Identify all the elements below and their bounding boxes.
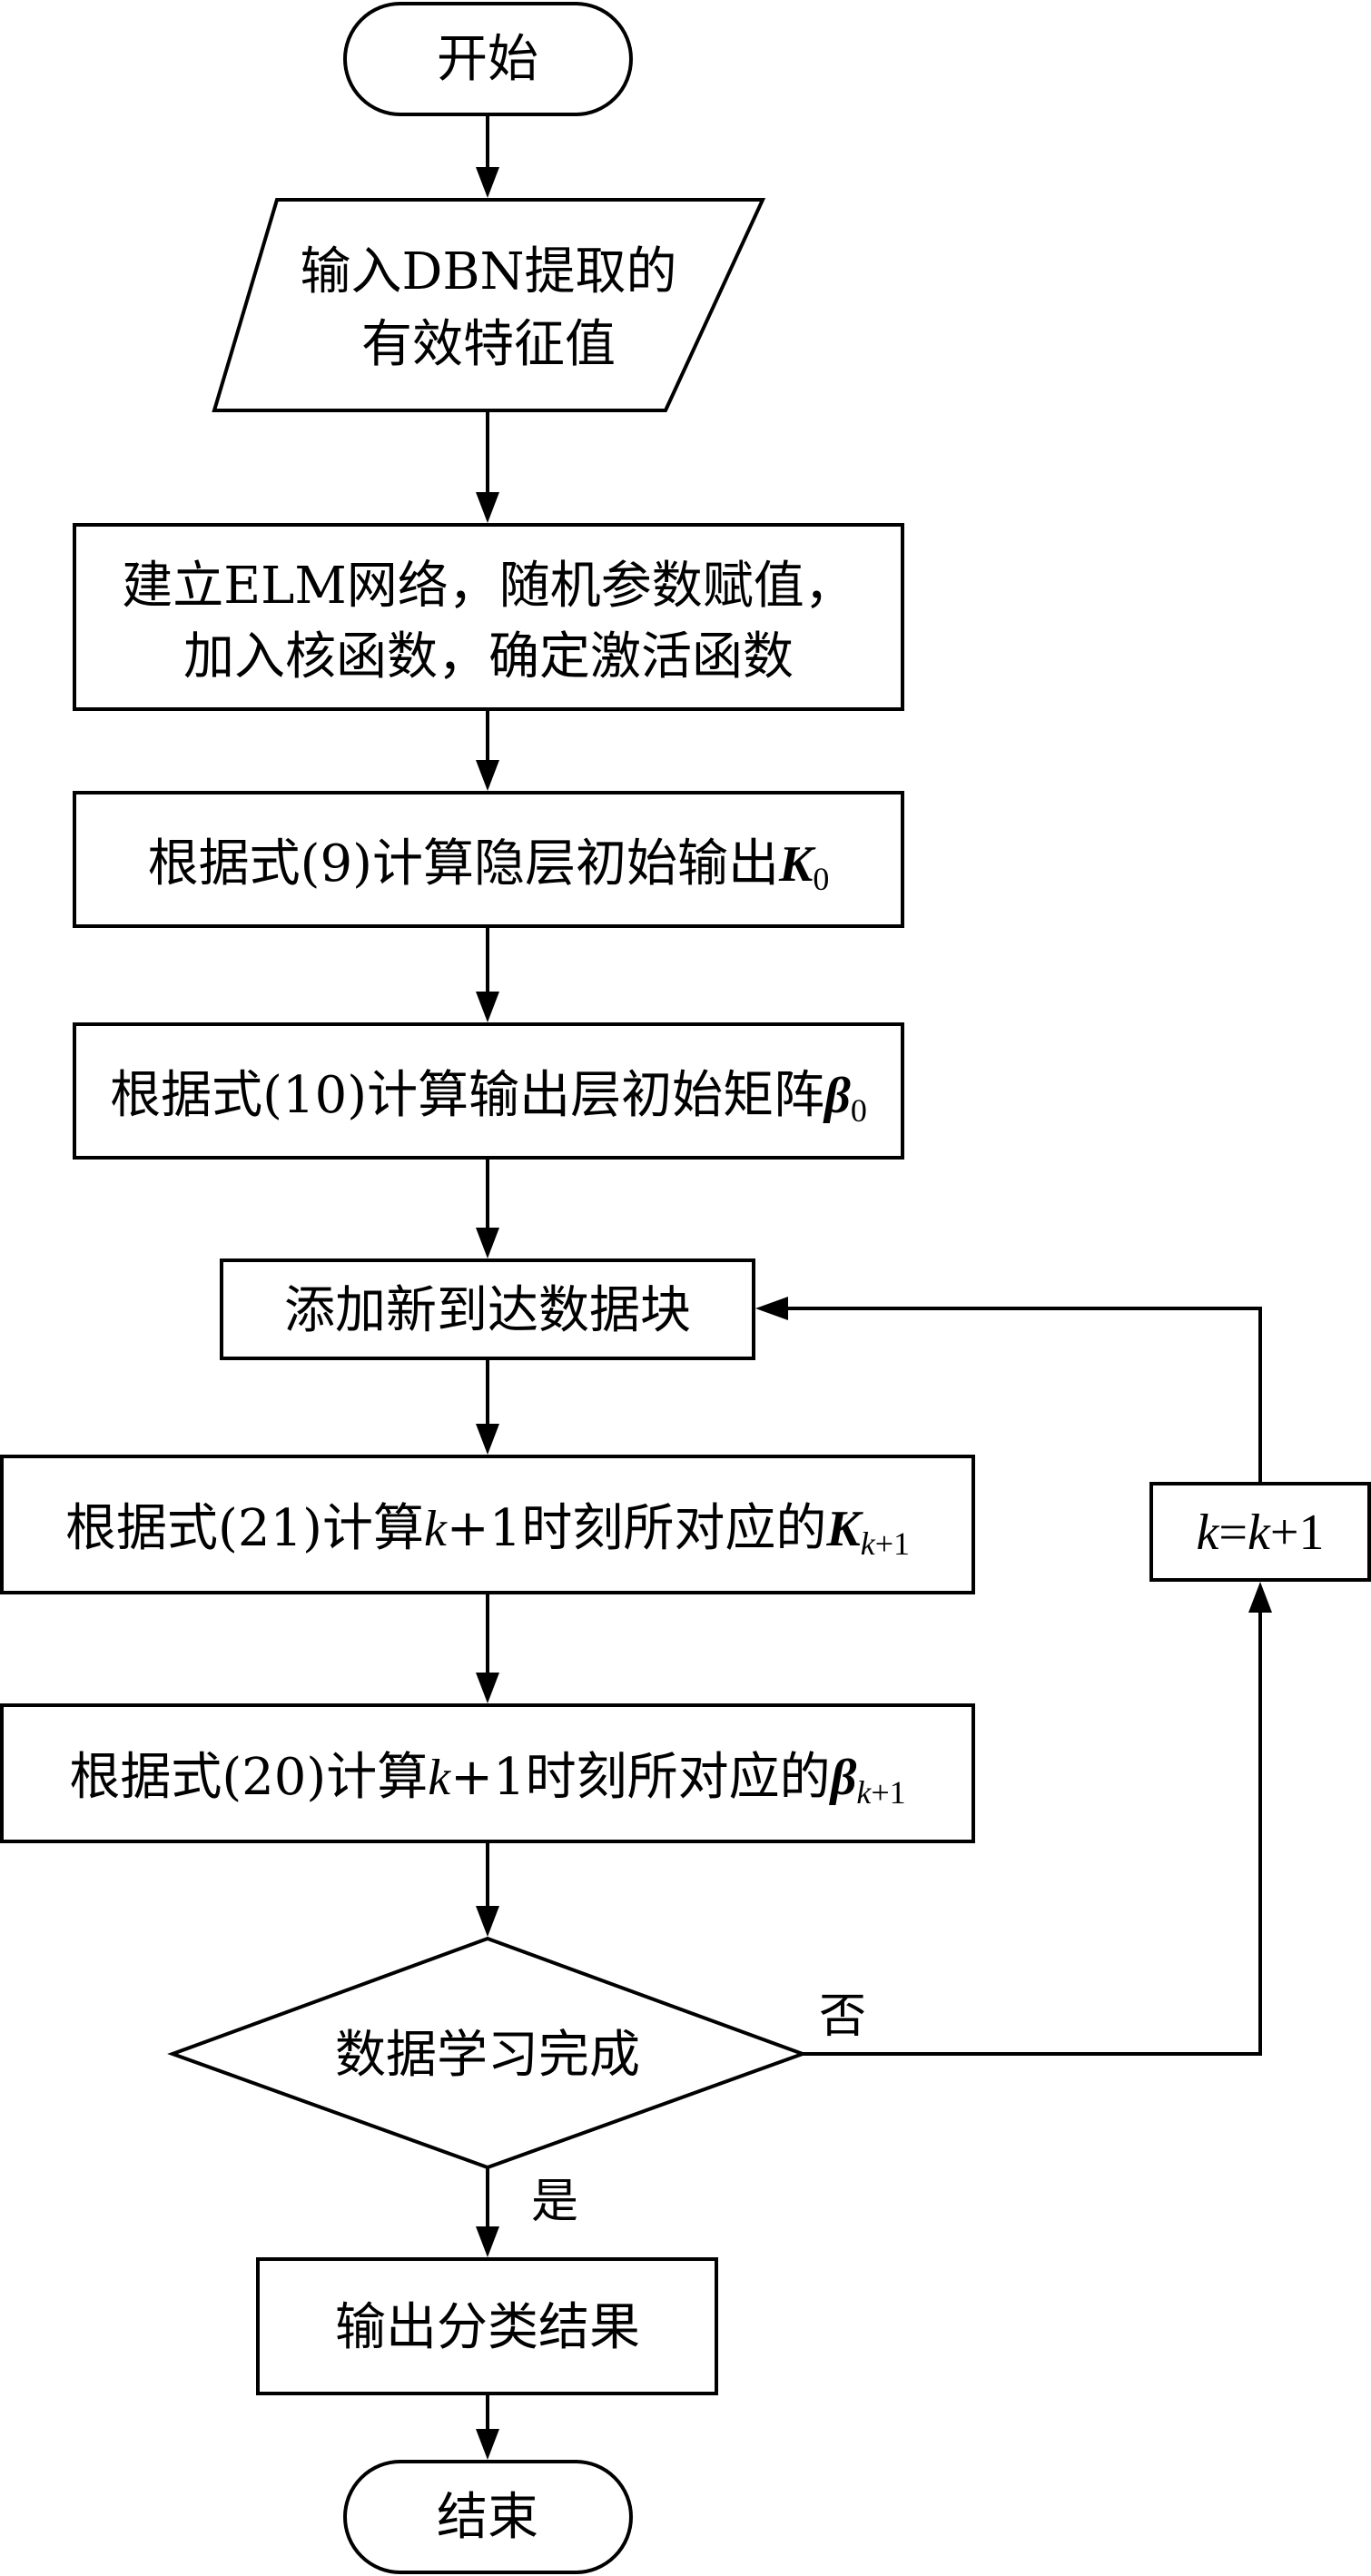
k-symbol: K <box>825 1501 863 1557</box>
compute-beta0-label: 根据式(10)计算输出层初始矩阵β0 <box>110 1066 867 1129</box>
edge-decision-increment <box>803 1609 1262 2056</box>
arrowhead-icon <box>476 1673 499 1703</box>
edge-increment-addblock <box>784 1307 1262 1484</box>
compute-betak1-node: 根据式(20)计算k+1时刻所对应的βk+1 <box>0 1703 975 1843</box>
compute-betak1-label: 根据式(20)计算k+1时刻所对应的βk+1 <box>69 1748 905 1811</box>
plus-one: +1 <box>1270 1505 1325 1561</box>
arrowhead-icon <box>476 992 499 1022</box>
compute-k0-node: 根据式(9)计算隐层初始输出K0 <box>73 791 904 928</box>
increment-node: k=k+1 <box>1149 1482 1371 1582</box>
compute-k0-label: 根据式(9)计算隐层初始输出K0 <box>148 834 830 897</box>
arrowhead-icon <box>476 760 499 791</box>
k-subscript-variable: k <box>861 1525 876 1562</box>
arrowhead-icon <box>476 492 499 523</box>
arrowhead-icon <box>476 167 499 198</box>
arrowhead-icon <box>476 1424 499 1455</box>
arrowhead-icon <box>476 1906 499 1937</box>
end-node: 结束 <box>343 2460 633 2574</box>
decision-node: 数据学习完成 <box>167 1936 808 2170</box>
build-elm-label-line1: 建立ELM网络，随机参数赋值， <box>122 557 854 616</box>
compute-kk1-mid: +1时刻所对应的 <box>447 1499 827 1558</box>
k-symbol: K <box>778 836 816 893</box>
beta-subscript-variable: k <box>856 1774 872 1811</box>
beta-symbol: β <box>829 1750 857 1806</box>
build-elm-label-line2: 加入核函数，确定激活函数 <box>183 627 794 686</box>
input-label-line1: 输入DBN提取的 <box>300 242 676 301</box>
beta-subscript-rest: +1 <box>871 1774 905 1811</box>
compute-betak1-mid: +1时刻所对应的 <box>450 1748 831 1807</box>
k-variable: k <box>424 1501 448 1557</box>
start-node: 开始 <box>343 2 633 116</box>
compute-kk1-label: 根据式(21)计算k+1时刻所对应的Kk+1 <box>65 1499 910 1562</box>
arrowhead-icon <box>755 1297 788 1320</box>
build-elm-node: 建立ELM网络，随机参数赋值， 加入核函数，确定激活函数 <box>73 523 904 711</box>
beta-subscript: 0 <box>851 1092 867 1129</box>
compute-betak1-prefix: 根据式(20)计算 <box>69 1748 428 1807</box>
no-label: 否 <box>819 1989 866 2044</box>
k-subscript-rest: +1 <box>875 1525 910 1562</box>
compute-beta0-node: 根据式(10)计算输出层初始矩阵β0 <box>73 1022 904 1160</box>
add-block-label: 添加新到达数据块 <box>284 1281 691 1340</box>
k-variable: k <box>1197 1505 1220 1561</box>
output-label: 输出分类结果 <box>335 2298 640 2357</box>
arrowhead-icon <box>1248 1582 1272 1613</box>
beta-symbol: β <box>823 1068 851 1124</box>
add-block-node: 添加新到达数据块 <box>220 1258 755 1360</box>
equals-sign: = <box>1218 1505 1248 1561</box>
increment-label: k=k+1 <box>1197 1505 1325 1561</box>
k-variable: k <box>1248 1505 1271 1561</box>
start-label: 开始 <box>437 30 538 89</box>
compute-beta0-prefix: 根据式(10)计算输出层初始矩阵 <box>110 1066 824 1125</box>
edges <box>476 114 1272 2460</box>
input-label-line2: 有效特征值 <box>361 315 616 374</box>
output-node: 输出分类结果 <box>256 2257 718 2395</box>
decision-label: 数据学习完成 <box>335 2026 640 2085</box>
k-subscript: 0 <box>813 861 829 897</box>
arrowhead-icon <box>476 2429 499 2460</box>
k-variable: k <box>428 1750 451 1806</box>
compute-k0-prefix: 根据式(9)计算隐层初始输出 <box>148 834 779 893</box>
input-node: 输入DBN提取的 有效特征值 <box>212 198 766 412</box>
arrowhead-icon <box>476 1228 499 1258</box>
arrowhead-icon <box>476 2226 499 2257</box>
end-label: 结束 <box>437 2488 538 2547</box>
compute-kk1-prefix: 根据式(21)计算 <box>65 1499 424 1558</box>
yes-label: 是 <box>531 2175 578 2229</box>
compute-kk1-node: 根据式(21)计算k+1时刻所对应的Kk+1 <box>0 1455 975 1594</box>
